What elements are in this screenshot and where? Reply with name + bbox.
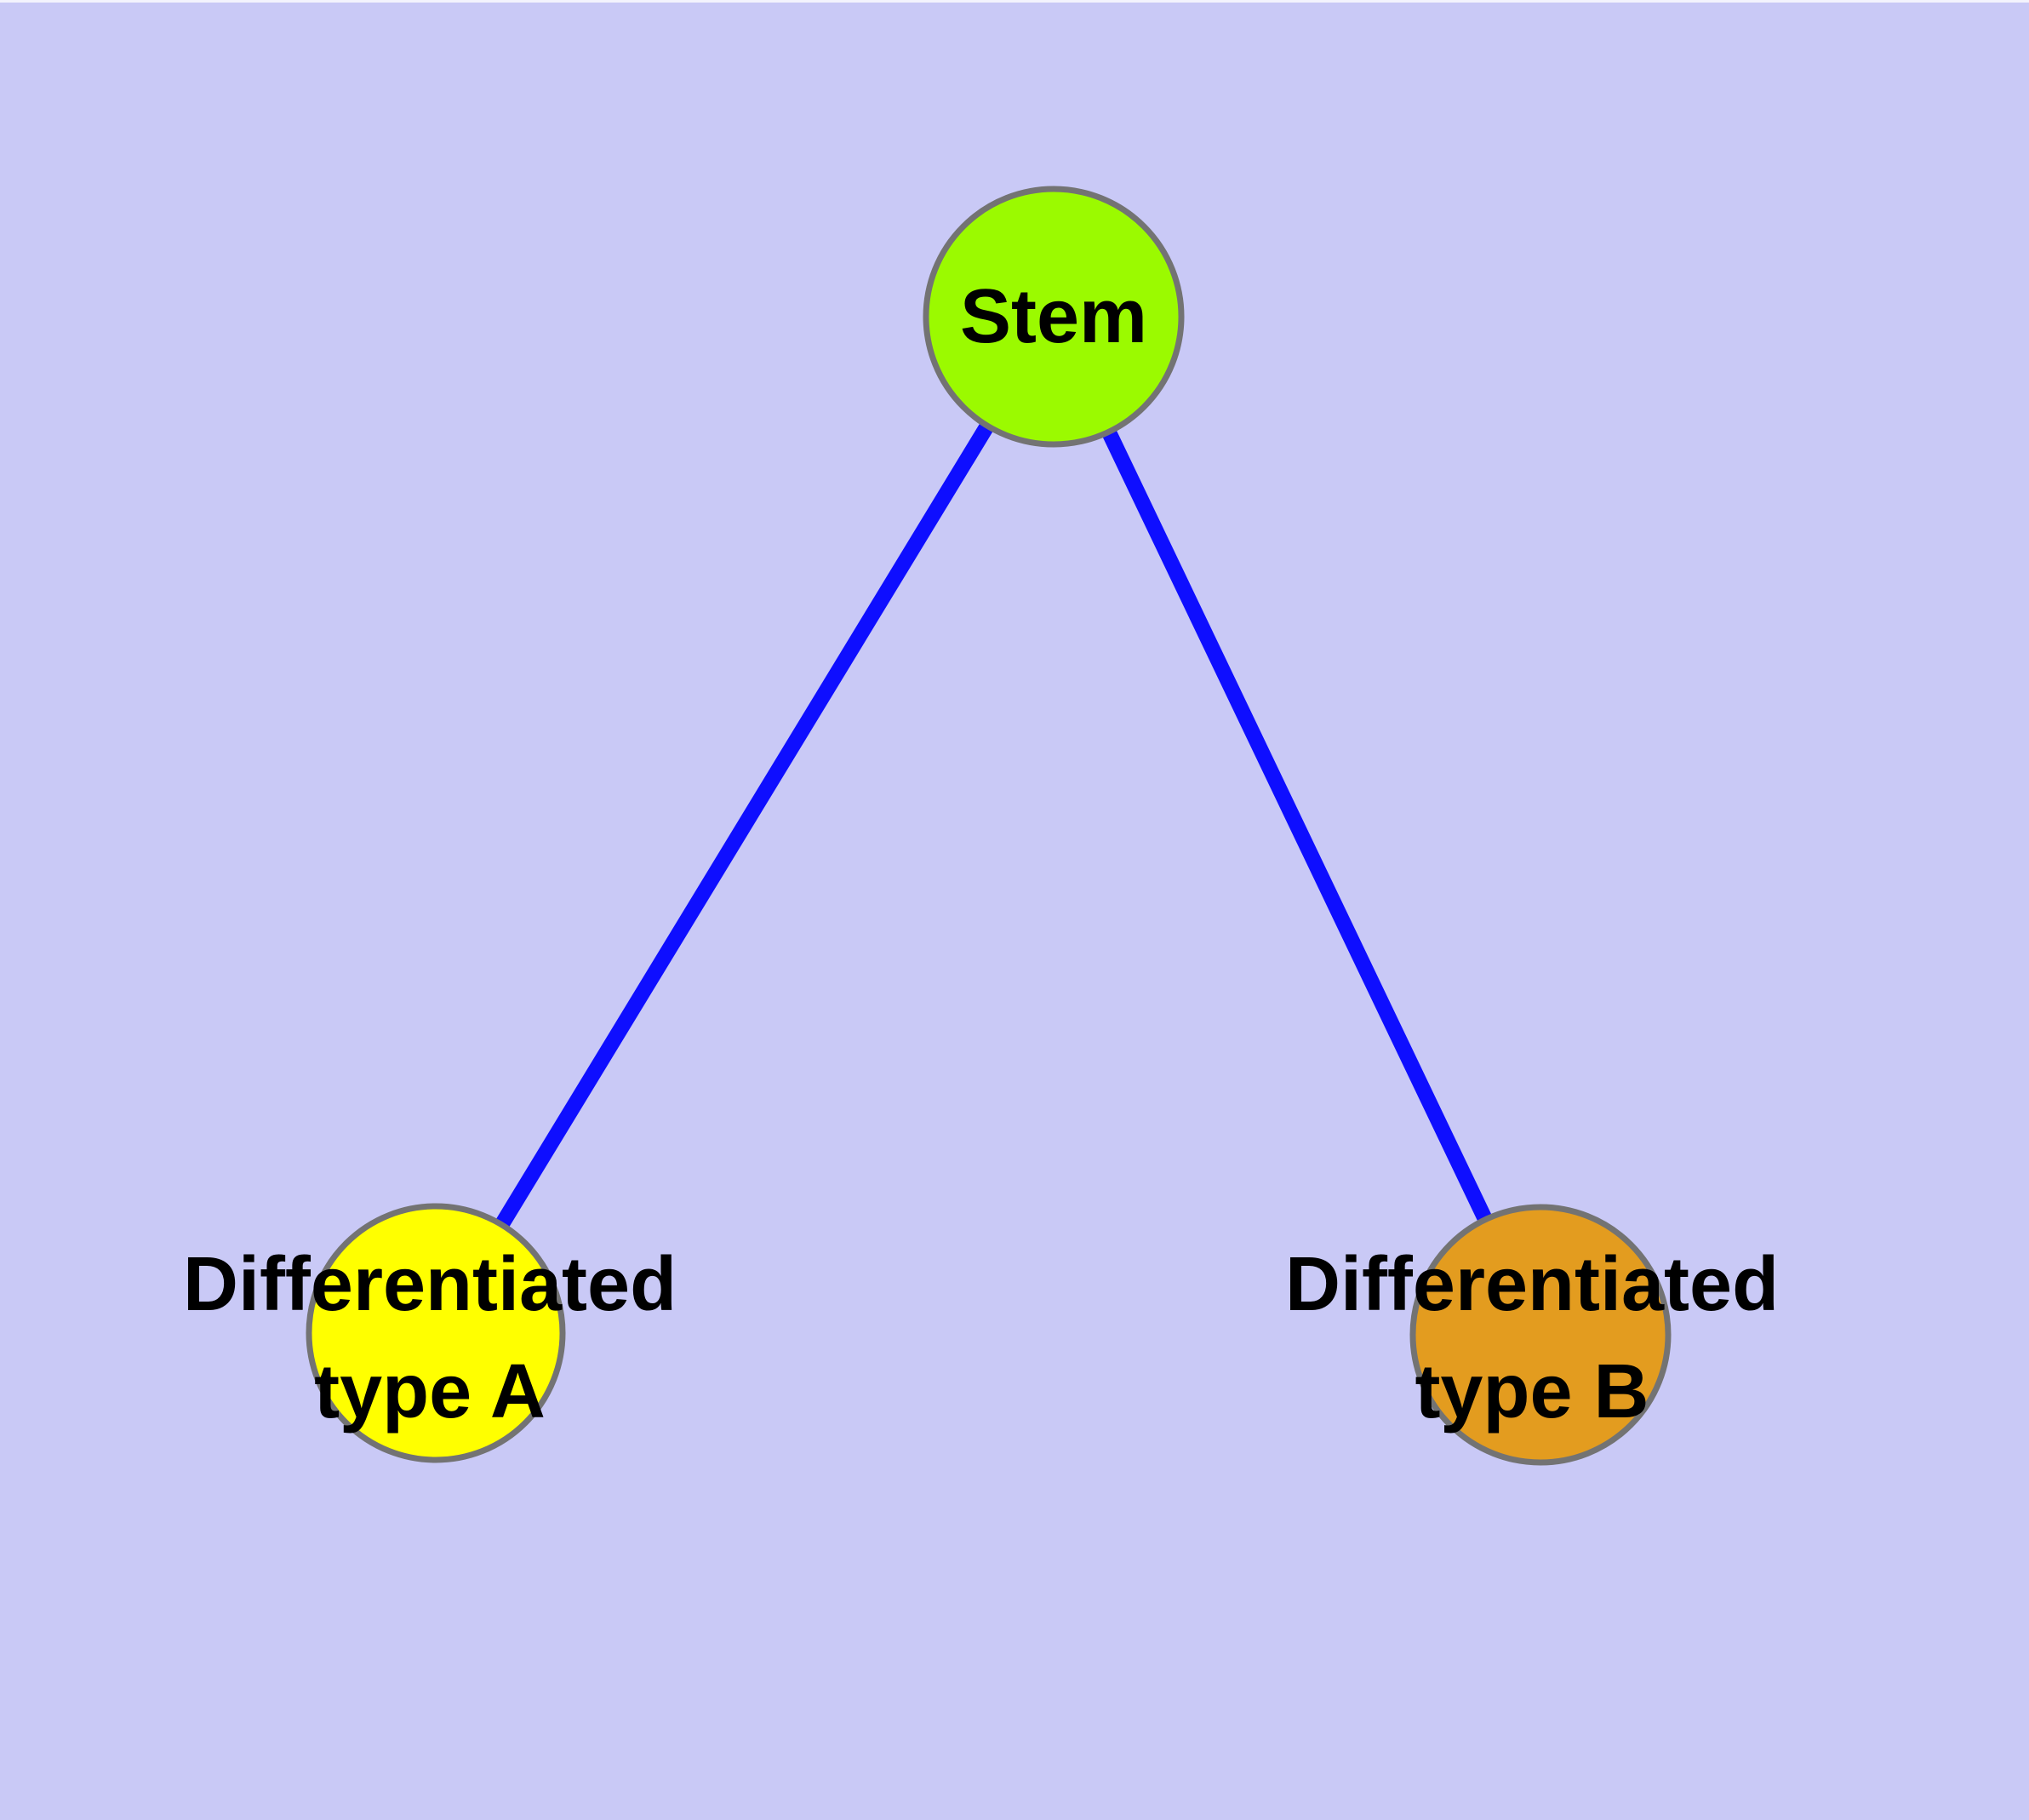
node-type-a-circle [306,1203,566,1463]
node-stem-label: Stem [960,263,1147,370]
top-edge-highlight [0,0,2029,3]
edge-stem-to-type-a [429,312,1060,1337]
node-type-a-label-line1: Differentiated [182,1242,677,1327]
edge-stem-to-type-b [1046,313,1548,1338]
node-type-b-circle [1409,1204,1672,1466]
node-type-a-label-line2: type A [314,1349,546,1434]
node-type-a-label: Differentiated type A [183,1231,677,1445]
node-type-b-label-line1: Differentiated [1284,1242,1780,1327]
node-stem-circle [923,186,1185,448]
node-type-b-label-line2: type B [1415,1349,1649,1434]
node-stem-label-line1: Stem [959,274,1148,359]
node-type-b-label: Differentiated type B [1285,1231,1779,1445]
